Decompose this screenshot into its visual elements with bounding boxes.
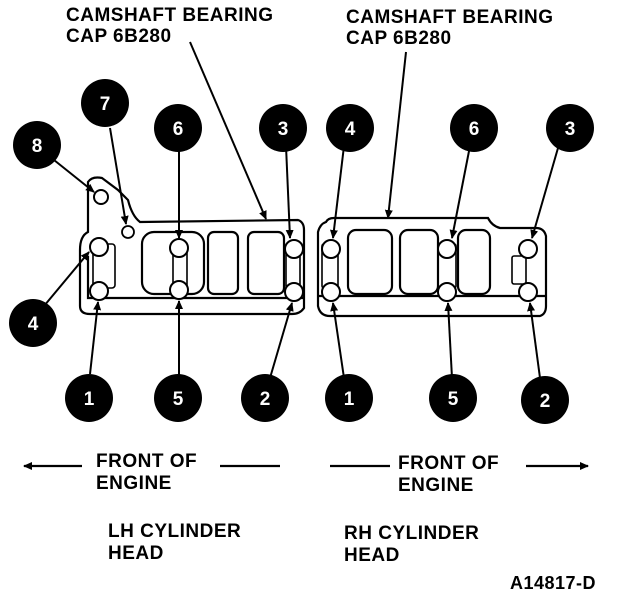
- leader-lines: [43, 41, 559, 379]
- lh-front-of-engine-line1: FRONT OF: [96, 451, 198, 472]
- lh-bolt-8: [93, 189, 109, 205]
- svg-text:4: 4: [28, 314, 39, 335]
- rh-front-of-engine-line1: FRONT OF: [398, 453, 500, 474]
- svg-text:3: 3: [565, 119, 576, 140]
- rh-bolt-2: [518, 282, 538, 302]
- lh-badge-4: 4: [9, 299, 57, 347]
- lh-cap-label-line1: CAMSHAFT BEARING: [66, 5, 274, 26]
- lh-badge-7: 7: [81, 79, 129, 127]
- rh-head-label-line2: HEAD: [344, 545, 400, 566]
- lh-bolt-4: [89, 237, 109, 257]
- lh-bolt-5: [169, 280, 189, 300]
- svg-text:1: 1: [84, 389, 95, 410]
- rh-bolt-5: [437, 282, 457, 302]
- lh-bolt-3: [284, 239, 304, 259]
- svg-text:5: 5: [448, 389, 459, 410]
- svg-text:3: 3: [278, 119, 289, 140]
- svg-text:8: 8: [32, 136, 43, 157]
- svg-text:2: 2: [260, 389, 271, 410]
- svg-text:7: 7: [100, 94, 111, 115]
- rh-badge-2: 2: [521, 376, 569, 424]
- rh-front-of-engine-line2: ENGINE: [398, 475, 474, 496]
- lh-front-of-engine-line2: ENGINE: [96, 473, 172, 494]
- number-badges: 8 7 6 3 4 1 5 2 4 6 3 1 5 2: [9, 79, 594, 424]
- rh-badge-3: 3: [546, 104, 594, 152]
- lh-badge-8: 8: [13, 121, 61, 169]
- rh-badge-4: 4: [326, 104, 374, 152]
- lh-badge-2: 2: [241, 374, 289, 422]
- lh-bolt-6: [169, 238, 189, 258]
- rh-bolt-1: [321, 282, 341, 302]
- svg-text:5: 5: [173, 389, 184, 410]
- lh-badge-5: 5: [154, 374, 202, 422]
- svg-text:6: 6: [173, 119, 184, 140]
- rh-cap-label-line2: CAP 6B280: [346, 28, 452, 49]
- svg-text:2: 2: [540, 391, 551, 412]
- lh-head-label-line1: LH CYLINDER: [108, 521, 242, 542]
- rh-bolt-4: [321, 239, 341, 259]
- lh-bolts: [89, 189, 304, 302]
- svg-text:6: 6: [469, 119, 480, 140]
- lh-cap-label-line2: CAP 6B280: [66, 26, 172, 47]
- rh-bearing-cap: [316, 216, 548, 318]
- lh-bearing-cap: [78, 176, 306, 316]
- rh-badge-6: 6: [450, 104, 498, 152]
- svg-text:4: 4: [345, 119, 356, 140]
- rh-bolt-3: [518, 239, 538, 259]
- rh-head-label-line1: RH CYLINDER: [344, 523, 480, 544]
- lh-badge-6: 6: [154, 104, 202, 152]
- rh-bolts: [321, 239, 538, 302]
- rh-badge-5: 5: [429, 374, 477, 422]
- lh-head-label-line2: HEAD: [108, 543, 164, 564]
- lh-bolt-1: [89, 281, 109, 301]
- rh-bolt-6: [437, 239, 457, 259]
- rh-cap-label-line1: CAMSHAFT BEARING: [346, 7, 554, 28]
- rh-badge-1: 1: [325, 374, 373, 422]
- lh-bolt-2: [284, 282, 304, 302]
- svg-text:1: 1: [344, 389, 355, 410]
- lh-badge-3: 3: [259, 104, 307, 152]
- lh-badge-1: 1: [65, 374, 113, 422]
- figure-id: A14817-D: [510, 573, 597, 593]
